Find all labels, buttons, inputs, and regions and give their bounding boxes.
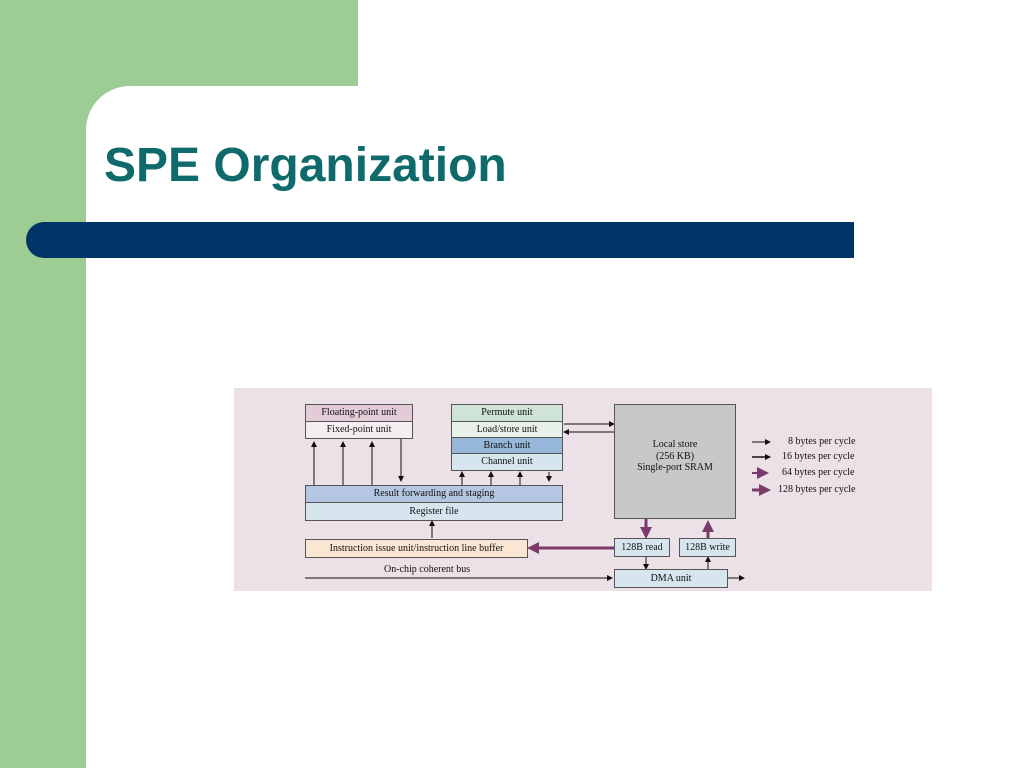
permute-unit-label: Permute unit [481,407,533,419]
write-128b-box: 128B write [679,538,736,557]
load-store-unit-label: Load/store unit [476,423,538,435]
read-128b-box: 128B read [614,538,670,557]
instruction-issue-label: Instruction issue unit/instruction line … [329,542,504,554]
on-chip-bus-label: On-chip coherent bus [384,564,471,575]
legend-label-8-bytes: 8 bytes per cycle [788,436,856,447]
local-store-size: (256 KB) [655,450,695,462]
result-forwarding-label: Result forwarding and staging [373,488,495,500]
write-128b-label: 128B write [685,541,730,553]
floating-point-unit-box: Floating-point unit [305,404,413,422]
legend-label-64-bytes: 64 bytes per cycle [782,467,855,478]
fixed-point-unit-label: Fixed-point unit [326,424,392,436]
spe-block-diagram: Floating-point unit Fixed-point unit Per… [234,388,932,591]
diagram-connections [305,421,771,581]
permute-unit-box: Permute unit [451,404,563,422]
slide-title: SPE Organization [104,139,507,192]
fixed-point-unit-box: Fixed-point unit [305,421,413,439]
read-128b-label: 128B read [621,541,663,553]
register-file-box: Register file [305,502,563,521]
dma-unit-label: DMA unit [650,572,692,584]
floating-point-unit-label: Floating-point unit [321,407,397,419]
instruction-issue-box: Instruction issue unit/instruction line … [305,539,528,558]
legend-label-128-bytes: 128 bytes per cycle [778,484,856,495]
load-store-unit-box: Load/store unit [451,421,563,438]
result-forwarding-box: Result forwarding and staging [305,485,563,503]
branch-unit-label: Branch unit [483,439,531,451]
dma-unit-box: DMA unit [614,569,728,588]
title-underline-bar [26,222,854,258]
channel-unit-box: Channel unit [451,453,563,471]
branch-unit-box: Branch unit [451,437,563,454]
local-store-type: Single-port SRAM [637,462,713,473]
channel-unit-label: Channel unit [481,456,533,468]
local-store-title: Local store [652,439,698,450]
local-store-box: Local store (256 KB) Single-port SRAM [614,404,736,519]
register-file-label: Register file [409,505,459,517]
legend-label-16-bytes: 16 bytes per cycle [782,451,855,462]
